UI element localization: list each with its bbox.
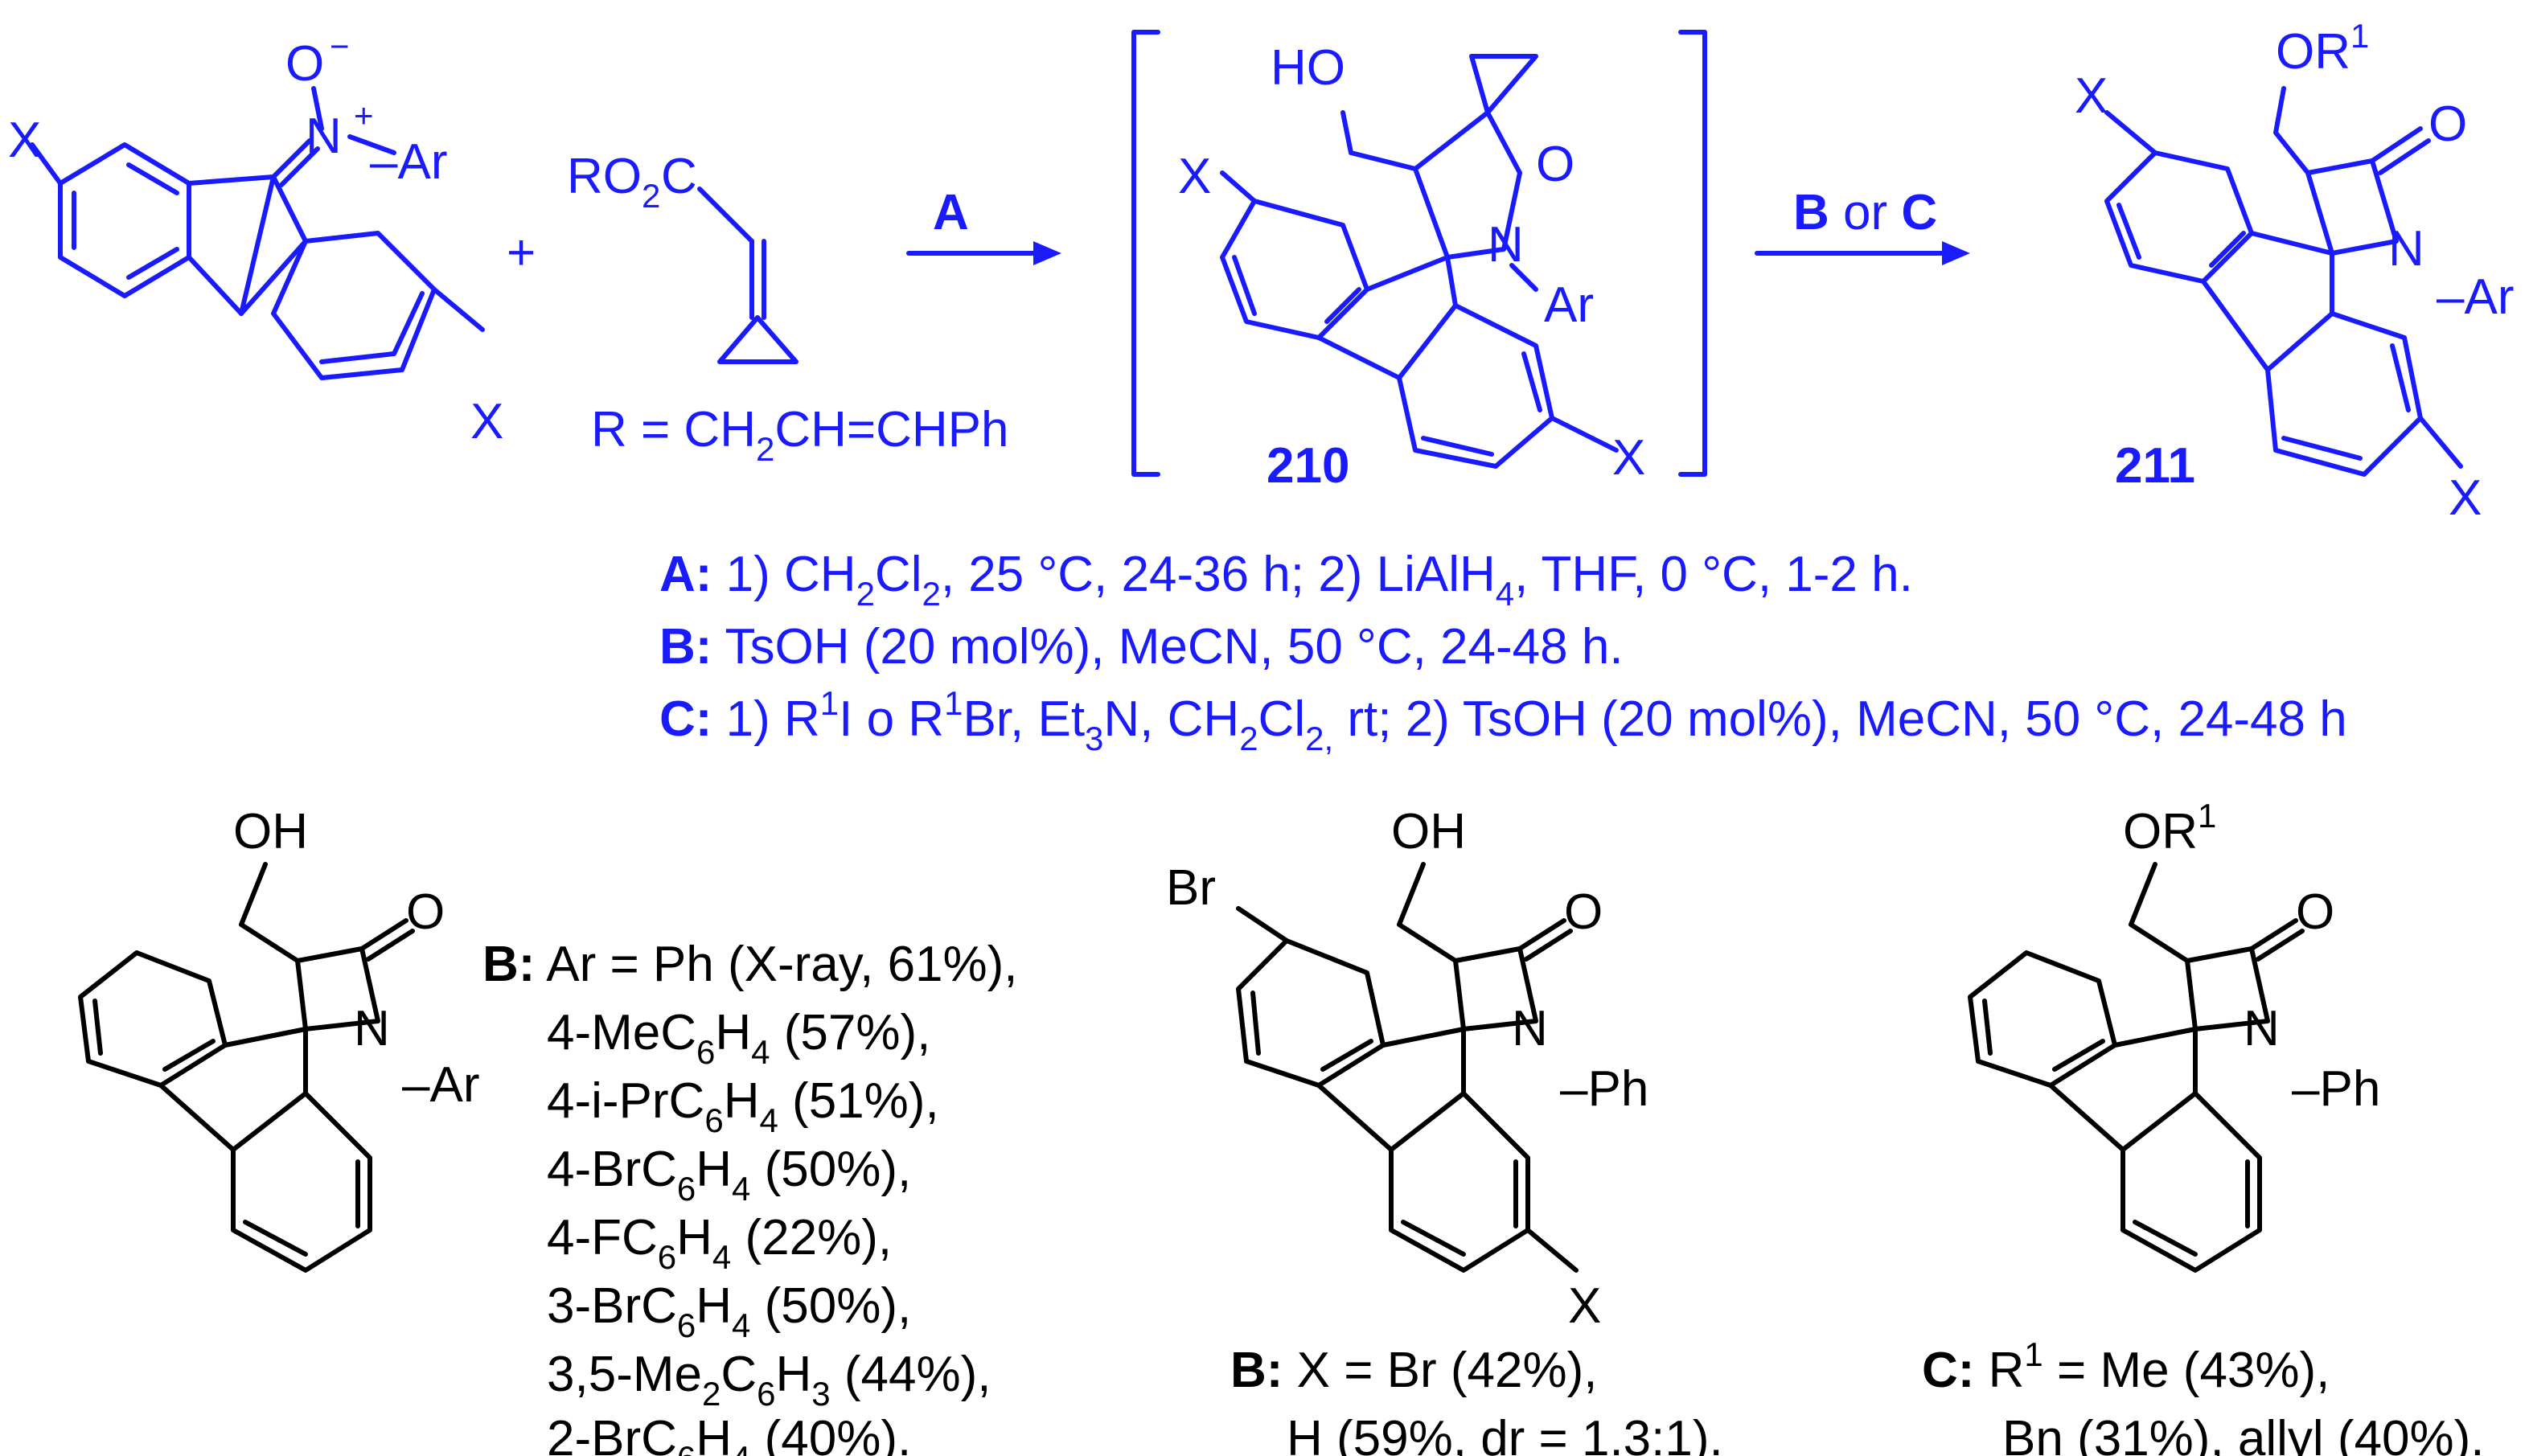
int-o-atom: O	[1536, 137, 1574, 192]
nitrone-o-atom: O	[285, 36, 324, 92]
ex3-o-atom: O	[2296, 884, 2334, 940]
arrow-a-label: A	[933, 185, 969, 240]
ex1-line-4: 4-FC6H4 (22%),	[547, 1210, 892, 1276]
arrow-a: A	[906, 185, 1061, 265]
int-compound-id: 210	[1267, 438, 1349, 494]
prod-or: OR1	[2276, 17, 2369, 80]
condition-b: B: TsOH (20 mol%), MeCN, 50 °C, 24-48 h.	[659, 619, 1624, 675]
ex2-n-atom: N	[1512, 1001, 1548, 1056]
nitrone-ar: –Ar	[370, 134, 447, 190]
alkene-ester-sub: 2	[642, 177, 660, 215]
int-n-atom: N	[1488, 217, 1524, 273]
ex3-line-2: Bn (31%), allyl (40%).	[2002, 1411, 2485, 1456]
ex3-or: OR1	[2123, 797, 2216, 859]
nitrone-x-top: X	[8, 113, 41, 168]
int-ar: Ar	[1544, 277, 1594, 333]
intermediate-210: HO O N Ar X X 210	[1131, 30, 1707, 494]
ex1-oh: OH	[233, 804, 308, 859]
int-x-top: X	[1178, 149, 1211, 204]
ex2-br: Br	[1166, 860, 1216, 916]
ex2-ph: –Ph	[1560, 1061, 1648, 1117]
example-2-structure: Br OH O N –Ph X B: X = Br (42%), H (59%,…	[1166, 804, 1723, 1456]
ex3-ph: –Ph	[2292, 1061, 2380, 1117]
arrow-bc-label: B or C	[1793, 185, 1937, 240]
ex2-line-2: H (59%, dr = 1.3:1).	[1287, 1411, 1723, 1456]
example-3-structure: OR1 O N –Ph C: R1 = Me (43%), Bn (31%), …	[1922, 797, 2485, 1456]
int-ho: HO	[1271, 40, 1345, 96]
ex1-line-7: 2-BrC6H4 (40%).	[547, 1411, 911, 1456]
ex1-line-2: 4-i-PrC6H4 (51%),	[547, 1073, 939, 1139]
ex2-o-atom: O	[1564, 884, 1603, 940]
ex1-line-1: 4-MeC6H4 (57%),	[547, 1005, 930, 1071]
plus-sign: +	[507, 225, 536, 281]
ex1-n-atom: N	[354, 1001, 390, 1056]
prod-compound-id: 211	[2115, 438, 2195, 494]
ex3-n-atom: N	[2244, 1001, 2280, 1056]
ex2-oh: OH	[1391, 804, 1466, 859]
arrow-b-or-c: B or C	[1755, 185, 1970, 265]
condition-c: C: 1) R1I o R1Br, Et3N, CH2Cl2, rt; 2) T…	[659, 684, 2347, 757]
product-211: OR1 O N –Ar X X 211	[2075, 17, 2514, 526]
example-1-structure: OH O N –Ar B: Ar = Ph (X-ray, 61%), 4-Me…	[78, 804, 1018, 1456]
alkene-reactant: RO 2 C R = CH2CH=CHPh	[567, 149, 1008, 468]
prod-x-bottom: X	[2449, 470, 2482, 526]
alkene-ester-ro: RO	[567, 149, 642, 204]
int-x-bottom: X	[1612, 430, 1645, 486]
nitrone-n-atom: N	[306, 109, 342, 164]
alkene-r-definition: R = CH2CH=CHPh	[591, 402, 1008, 468]
nitrone-reactant: X X O − N + –Ar	[8, 27, 503, 449]
conditions-block: A: 1) CH2Cl2, 25 °C, 24-36 h; 2) LiAlH4,…	[659, 547, 2347, 757]
ex1-line-6: 3,5-Me2C6H3 (44%),	[547, 1347, 991, 1413]
prod-x-top: X	[2075, 68, 2108, 124]
ex3-line-1: C: R1 = Me (43%),	[1922, 1335, 2330, 1398]
ex1-ar: –Ar	[402, 1057, 479, 1113]
ex2-line-1: B: X = Br (42%),	[1230, 1343, 1598, 1398]
prod-ar: –Ar	[2437, 269, 2514, 325]
nitrone-o-charge: −	[330, 27, 350, 65]
nitrone-x-bottom: X	[470, 394, 503, 449]
prod-o-atom: O	[2428, 96, 2467, 152]
condition-a: A: 1) CH2Cl2, 25 °C, 24-36 h; 2) LiAlH4,…	[659, 547, 1913, 613]
alkene-ester-c: C	[661, 149, 697, 204]
ex1-line-5: 3-BrC6H4 (50%),	[547, 1278, 911, 1344]
prod-n-atom: N	[2388, 221, 2424, 277]
ex1-line-3: 4-BrC6H4 (50%),	[547, 1142, 911, 1208]
ex1-line-0: B: Ar = Ph (X-ray, 61%),	[482, 937, 1018, 992]
nitrone-n-charge: +	[354, 96, 374, 134]
ex1-o-atom: O	[406, 884, 445, 940]
ex2-x: X	[1568, 1278, 1601, 1334]
